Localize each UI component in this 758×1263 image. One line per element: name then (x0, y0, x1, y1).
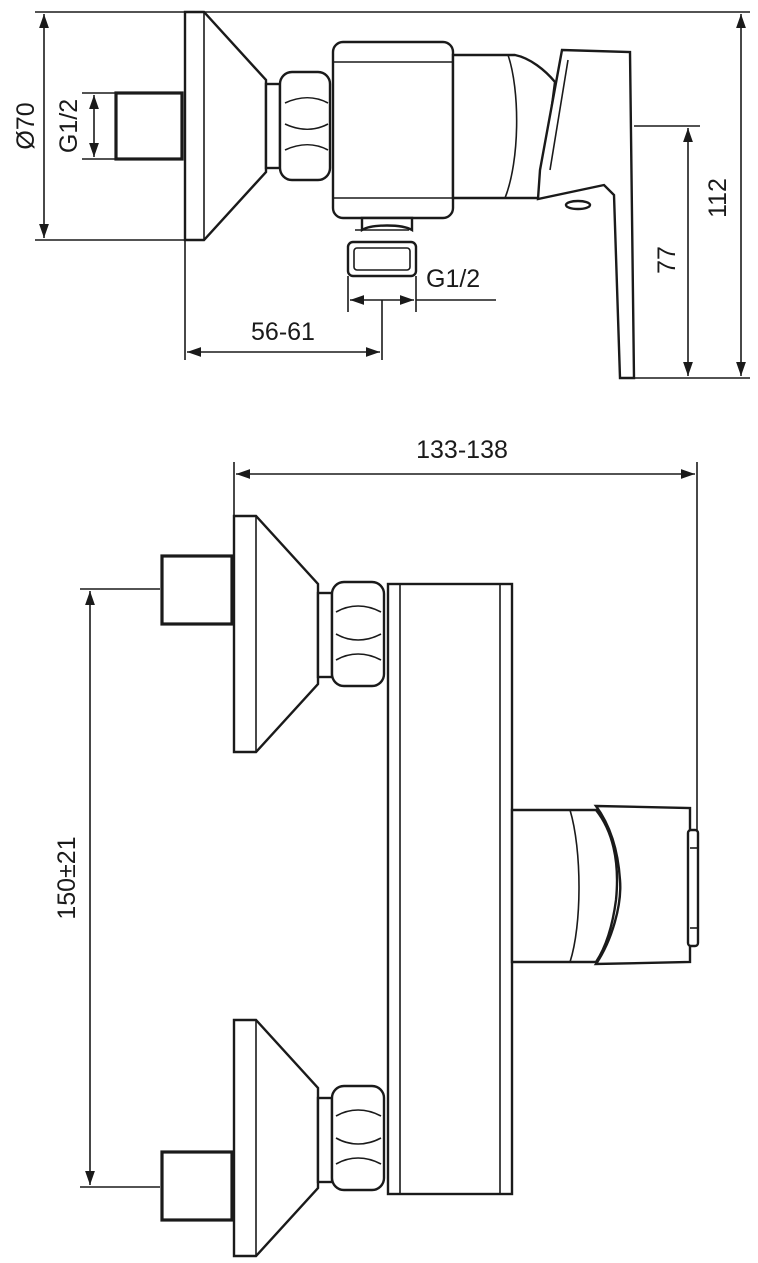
side-rosette (183, 10, 268, 242)
inlet-thread-label: G1/2 (55, 99, 83, 153)
side-inlet-stub (114, 91, 184, 161)
side-outlet-nozzle (346, 216, 418, 278)
lower-hex-nut (316, 1084, 386, 1192)
side-view: Ø70 G1/2 G1/2 56-61 77 112 (12, 10, 750, 380)
front-lever-handle (593, 804, 692, 966)
front-mixer-body (386, 582, 514, 1196)
outlet-thread-label: G1/2 (426, 265, 480, 293)
front-view: 133-138 150±21 (53, 436, 700, 1258)
upper-inlet-stub (160, 554, 234, 626)
upper-hex-nut (316, 580, 386, 688)
front-cartridge (510, 808, 619, 964)
lower-rosette (232, 1018, 320, 1258)
diameter-label: Ø70 (12, 102, 40, 149)
side-hex-nut (264, 70, 332, 182)
lever-height-label: 77 (653, 246, 681, 274)
wall-distance-label: 56-61 (251, 318, 315, 346)
side-lever-handle (536, 48, 636, 380)
total-length-label: 133-138 (416, 436, 508, 464)
side-mixer-body (331, 40, 455, 220)
inlet-spacing-label: 150±21 (53, 836, 81, 919)
upper-rosette (232, 514, 320, 754)
lower-inlet-stub (160, 1150, 234, 1222)
total-height-label: 112 (704, 178, 732, 218)
